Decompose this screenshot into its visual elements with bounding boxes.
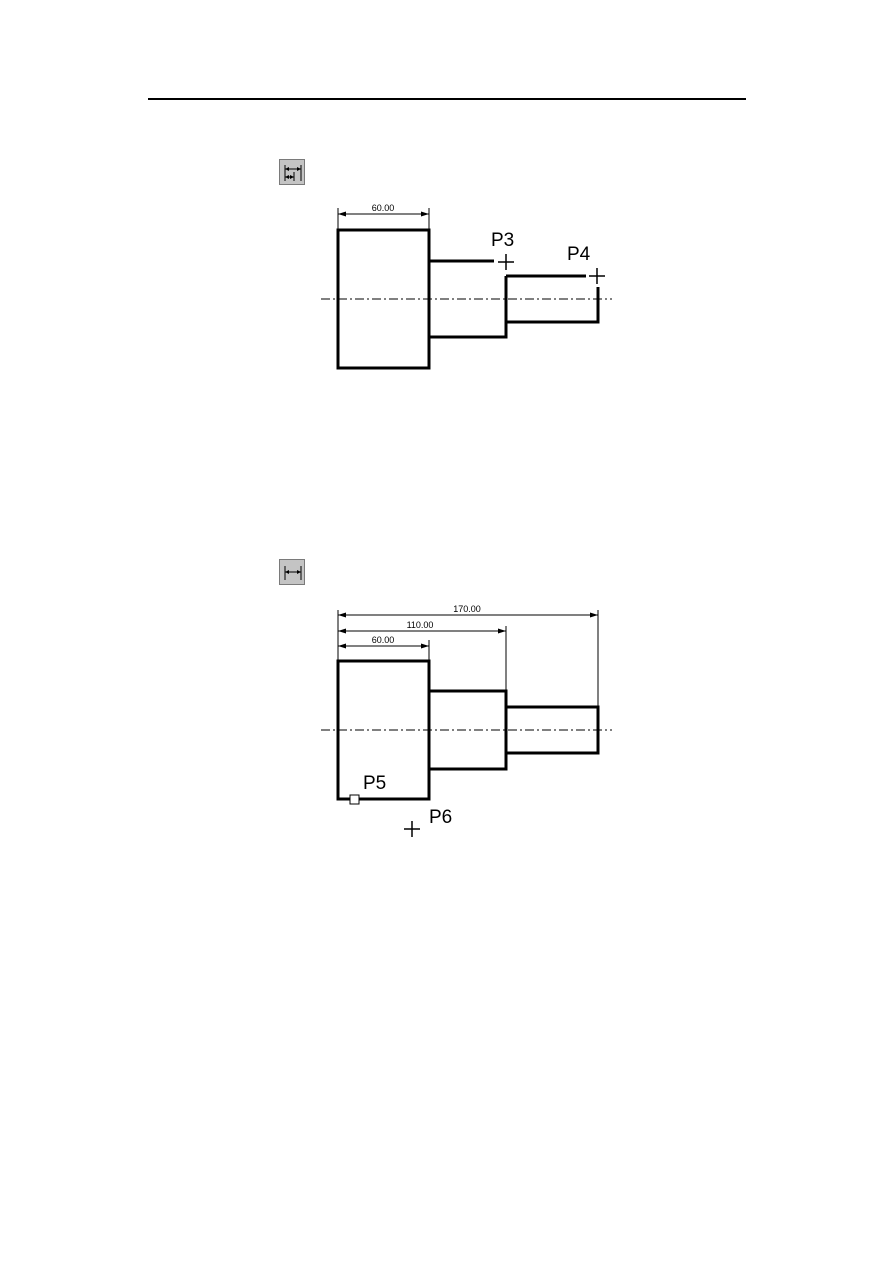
shaft-section-middle-bottom	[429, 276, 508, 339]
dimension-arrow	[338, 612, 346, 618]
dimension-arrow	[421, 211, 429, 217]
point-label-p6: P6	[429, 807, 452, 828]
dimension-text-170: 170.00	[453, 604, 481, 614]
dimension-arrow	[498, 628, 506, 634]
point-label-p4: P4	[567, 244, 591, 265]
dimension-arrow	[338, 628, 346, 634]
linear-dimension-icon	[284, 566, 302, 580]
header-rule	[148, 98, 746, 100]
baseline-dimension-button[interactable]	[279, 159, 305, 185]
point-label-p5: P5	[363, 773, 386, 794]
dimension-arrow	[338, 643, 346, 649]
dimension-text-60: 60.00	[372, 203, 395, 213]
shaft-section-large	[336, 659, 431, 801]
point-label-p3: P3	[491, 230, 514, 251]
shaft-section-large	[336, 228, 431, 370]
shaft-section-small	[506, 287, 600, 324]
shaft-section-small	[504, 705, 600, 755]
baseline-dimension-icon	[284, 165, 302, 181]
dimension-text-60: 60.00	[372, 635, 395, 645]
dimension-arrow	[421, 643, 429, 649]
linear-dimension-button[interactable]	[279, 559, 305, 585]
object-snap-marker	[349, 794, 360, 805]
dimension-arrow	[590, 612, 598, 618]
shaft-section-middle	[427, 689, 508, 771]
dimension-arrow	[338, 211, 346, 217]
dimension-text-110: 110.00	[407, 620, 434, 630]
